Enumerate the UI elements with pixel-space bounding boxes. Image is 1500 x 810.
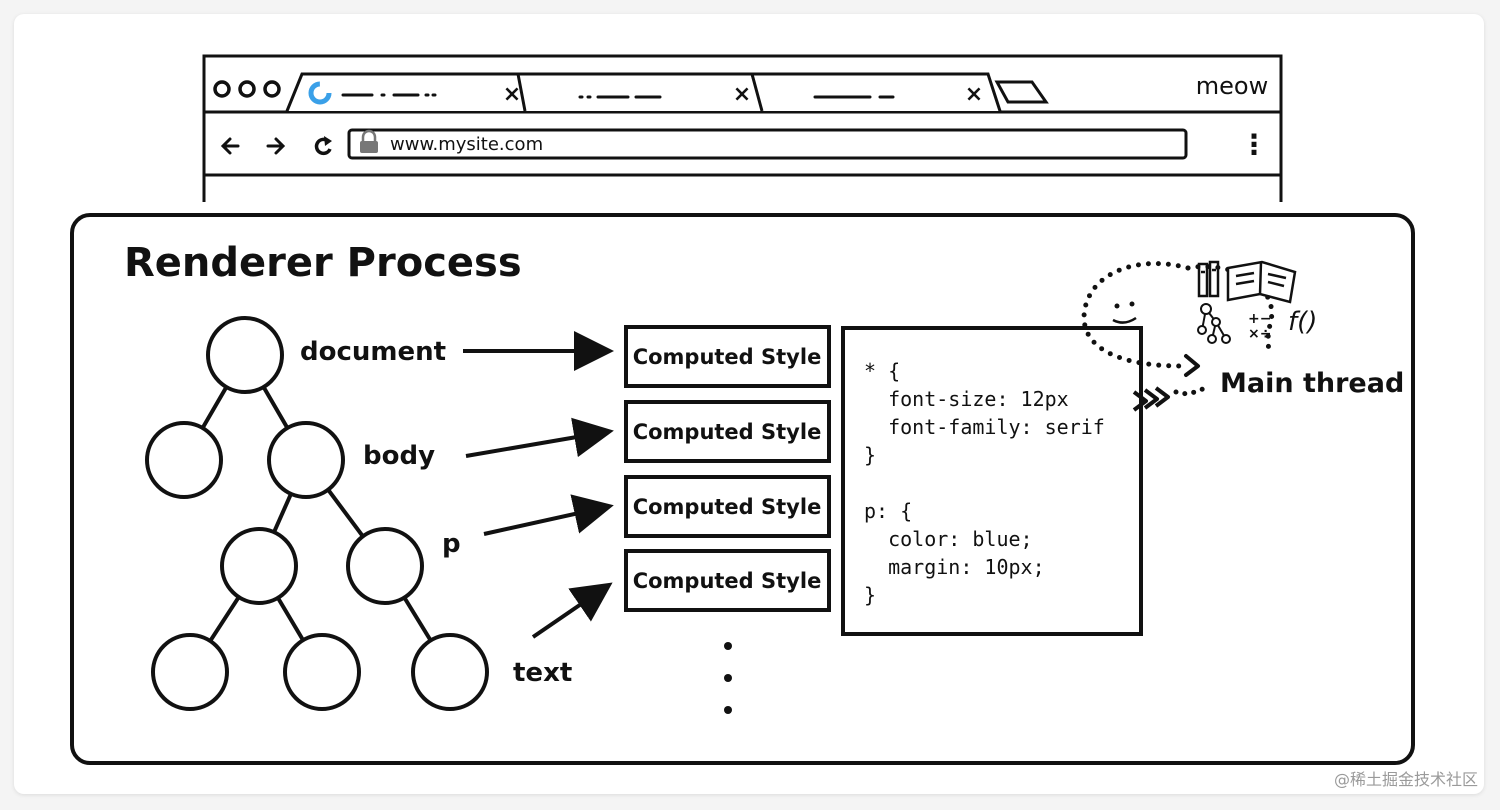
computed-style-box: Computed Style xyxy=(624,475,831,538)
tab-close-icon[interactable]: × xyxy=(965,82,983,107)
tab-3[interactable]: × xyxy=(750,72,1002,112)
css-code: * { font-size: 12px font-family: serif }… xyxy=(864,359,1105,607)
css-line: margin: 10px; xyxy=(864,555,1045,579)
dom-node xyxy=(145,421,223,499)
css-line: } xyxy=(864,443,876,467)
smiley-face-icon xyxy=(1112,301,1137,324)
css-line: font-family: serif xyxy=(864,415,1105,439)
open-book-icon xyxy=(1226,260,1297,304)
svg-text:×÷: ×÷ xyxy=(1248,326,1271,342)
tab-2[interactable]: × xyxy=(516,72,766,112)
renderer-process-title: Renderer Process xyxy=(124,240,522,286)
address-bar[interactable] xyxy=(347,128,1188,160)
watermark: @稀土掘金技术社区 xyxy=(1333,770,1478,789)
dom-node xyxy=(151,633,229,711)
label-text: text xyxy=(513,658,572,688)
computed-style-label: Computed Style xyxy=(633,420,822,444)
maximize-window-icon[interactable] xyxy=(263,80,281,98)
label-document: document xyxy=(300,337,446,367)
tab-1[interactable]: × xyxy=(285,72,532,112)
computed-style-box: Computed Style xyxy=(624,325,831,388)
computed-style-box: Computed Style xyxy=(624,549,831,612)
dom-node-text xyxy=(411,633,489,711)
dom-tree xyxy=(145,316,489,711)
computed-style-label: Computed Style xyxy=(633,345,822,369)
style-arrows xyxy=(463,331,614,639)
minimize-window-icon[interactable] xyxy=(238,80,256,98)
dom-node-p xyxy=(346,527,424,605)
css-line: * { xyxy=(864,359,900,383)
computed-style-label: Computed Style xyxy=(633,495,822,519)
back-arrow-icon[interactable] xyxy=(220,137,240,155)
arrow-p xyxy=(483,494,614,536)
reload-icon[interactable] xyxy=(314,136,332,156)
svg-text:+−: +− xyxy=(1248,311,1271,327)
css-line: p: { xyxy=(864,499,912,523)
dom-node-document xyxy=(206,316,284,394)
lock-icon xyxy=(360,129,378,153)
tab-close-icon[interactable]: × xyxy=(503,82,521,107)
close-window-icon[interactable] xyxy=(213,80,231,98)
more-items-ellipsis xyxy=(724,642,732,714)
math-symbols-icon: +− ×÷ xyxy=(1248,311,1271,342)
new-tab-button[interactable] xyxy=(994,80,1049,104)
browser-menu-icon[interactable]: ⋮ xyxy=(1240,128,1268,161)
css-line: } xyxy=(864,583,876,607)
pencils-icon xyxy=(1197,260,1220,298)
computed-style-label: Computed Style xyxy=(633,569,822,593)
main-thread-character: +− ×÷ f() xyxy=(1081,260,1317,412)
label-body: body xyxy=(363,441,435,471)
loading-spinner-icon xyxy=(308,81,332,105)
window-controls[interactable] xyxy=(213,80,281,98)
function-icon: f() xyxy=(1288,307,1317,337)
forward-arrow-icon[interactable] xyxy=(266,137,286,155)
arrow-body xyxy=(465,417,614,458)
css-line: color: blue; xyxy=(864,527,1033,551)
address-bar-url: www.mysite.com xyxy=(390,134,543,155)
browser-brand-text: meow xyxy=(1196,72,1268,100)
computed-style-box: Computed Style xyxy=(624,400,831,463)
browser-window: × × × xyxy=(202,54,1283,202)
tab-close-icon[interactable]: × xyxy=(733,82,751,107)
css-code-panel xyxy=(841,326,1143,636)
computed-style-list: Computed Style Computed Style Computed S… xyxy=(624,325,831,612)
dom-node xyxy=(283,633,361,711)
dom-node xyxy=(220,527,298,605)
chevron-arrows-icon xyxy=(1132,386,1170,412)
tree-graph-icon xyxy=(1197,303,1231,344)
css-line: font-size: 12px xyxy=(864,387,1069,411)
arrow-text xyxy=(531,582,613,639)
label-p: p xyxy=(442,529,461,559)
dom-node-body xyxy=(267,421,345,499)
main-thread-label: Main thread xyxy=(1220,368,1404,399)
